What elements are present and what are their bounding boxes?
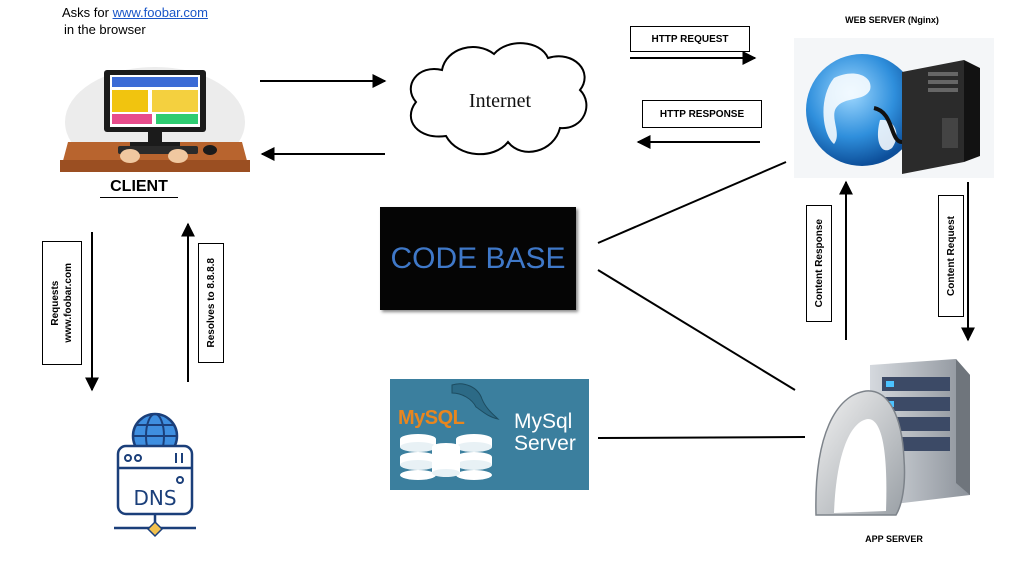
internet-cloud-icon — [409, 42, 588, 155]
http-request-box: HTTP REQUEST — [630, 26, 750, 52]
client-caption-line2: in the browser — [64, 22, 146, 37]
dns-label: DNS — [133, 486, 177, 510]
dns-request-box: Requests www.foobar.com — [42, 241, 82, 365]
dns-request-line1: Requests — [50, 280, 61, 326]
content-request-label: Content Request — [945, 216, 957, 296]
mysql-label-line1: MySql — [514, 410, 573, 433]
dns-resolve-box: Resolves to 8.8.8.8 — [198, 243, 224, 363]
dns-request-line2: www.foobar.com — [63, 263, 74, 343]
mysql-label-line2: Server — [514, 432, 576, 455]
client-caption-prefix: Asks for — [62, 5, 113, 20]
http-request-label: HTTP REQUEST — [651, 33, 729, 45]
app-server-icon — [815, 359, 970, 516]
dns-server-icon — [114, 412, 196, 538]
client-computer-icon — [60, 67, 250, 172]
line-codebase-appserver — [597, 269, 796, 391]
http-response-label: HTTP RESPONSE — [659, 108, 745, 120]
dns-request-text: Requests www.foobar.com — [49, 263, 75, 343]
client-label: CLIENT — [100, 178, 178, 198]
http-response-box: HTTP RESPONSE — [642, 100, 762, 128]
web-server-icon — [794, 38, 994, 178]
internet-label: Internet — [468, 90, 532, 112]
line-codebase-webserver — [597, 161, 787, 244]
code-base-box: CODE BASE — [380, 207, 576, 310]
foobar-link[interactable]: www.foobar.com — [112, 5, 208, 20]
code-base-label: CODE BASE — [390, 241, 566, 275]
content-response-label: Content Response — [813, 219, 825, 308]
mysql-logo-text: MySQL — [398, 407, 465, 429]
web-server-label: WEB SERVER (Nginx) — [845, 15, 939, 25]
mysql-database-icon — [400, 383, 500, 480]
content-response-box: Content Response — [806, 205, 832, 322]
client-caption: Asks for www.foobar.com in the browser — [62, 4, 208, 38]
dns-resolve-label: Resolves to 8.8.8.8 — [205, 258, 217, 348]
line-mysql-appserver — [597, 436, 806, 439]
app-server-label: APP SERVER — [865, 534, 923, 544]
mysql-label: MySql Server — [514, 411, 576, 455]
content-request-box: Content Request — [938, 195, 964, 317]
mysql-box: MySQL MySql Server — [390, 379, 589, 490]
